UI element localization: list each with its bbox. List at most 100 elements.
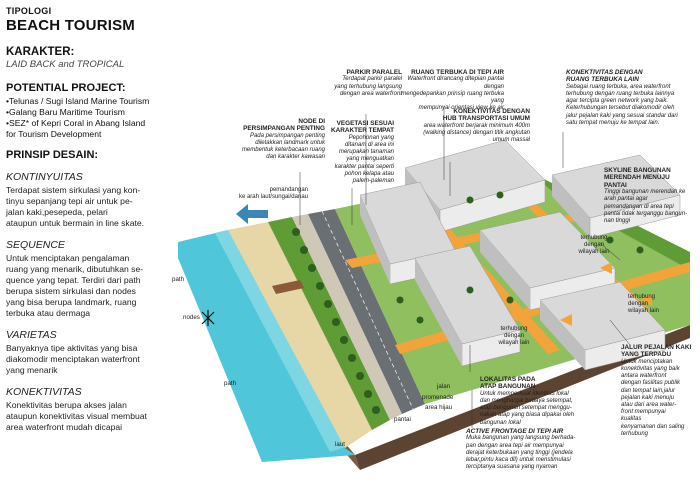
annotation-body: kualitas [621, 416, 642, 423]
annotation-vegetasi: VEGETASI SESUAI KARAKTER TEMPAT Pepohona… [322, 120, 394, 185]
annotation-body: Pepohonan yang [348, 134, 394, 141]
annotation-title: PARKIR PARALEL [346, 69, 402, 76]
label-line: dengan [628, 301, 649, 308]
section-title: KONEKTIVITAS [6, 386, 82, 398]
label-line: wilayah lain [578, 249, 610, 256]
annotation-body: kenyamanan dan saling [621, 423, 685, 430]
section-body: Banyaknya tipe aktivitas yang bisa diako… [6, 343, 211, 376]
annotation-body: dengan fasilitas publik [621, 380, 681, 387]
annotation-title: NODE DI [298, 118, 325, 125]
karakter-heading: KARAKTER: [6, 46, 75, 58]
potential-heading: POTENTIAL PROJECT: [6, 82, 126, 94]
nodes-star-icon [201, 310, 215, 326]
label-terhubung-2: terhubung dengan wilayah lain [628, 294, 668, 316]
body-line: Konektivitas berupa akses jalan [6, 400, 127, 410]
leader-lines [299, 106, 631, 428]
annotation-title: PERSIMPANGAN PENTING [243, 125, 325, 133]
label-line: terhubung [500, 326, 528, 332]
annotation-body: terhubung dengan ruang terbuka lainnya [566, 91, 675, 98]
potential-list: •Telunas / Sugi Island Marine Tourism •G… [6, 96, 211, 140]
road [308, 209, 425, 414]
annotation-body: membentuk keterbacaan ruang [241, 147, 325, 154]
label-line: dengan [583, 242, 605, 249]
label-nodes: nodes [183, 314, 200, 321]
label-terhubung-1: terhubung dengan wilayah lain [574, 235, 614, 257]
annotation-body: Keterhubungan tersebut diakomodir oleh [566, 105, 675, 112]
annotation-title: LOKALITAS PADA [480, 376, 536, 383]
annotation-title: HUB TRANSPORTASI UMUM [442, 115, 530, 123]
annotation-body: Sebagai ruang terbuka, area waterfront [566, 83, 671, 90]
annotation-title: RUANG TERBUKA DI TEPI AIR [411, 69, 504, 76]
annotation-title: PANTAI [604, 181, 627, 189]
section-title: VARIETAS [6, 329, 57, 341]
annotation-title: ACTIVE FRONTAGE DI TEPI AIR [466, 428, 564, 435]
karakter-value: LAID BACK and TROPICAL [6, 59, 125, 70]
annotation-title: MERENDAH MENUJU [604, 174, 670, 182]
body-line: yang menarik [6, 365, 58, 375]
building-row-front [539, 281, 666, 371]
view-arrow-icon [236, 204, 268, 224]
annotation-body: pan dengan area tepi air mempunyai [466, 442, 564, 449]
annotation-body: Waterfront dirancang ditepian pantai den… [407, 76, 504, 90]
section-body: Terdapat sistem sirkulasi yang kon- tiny… [6, 185, 211, 229]
section-body: Konektivitas berupa akses jalan ataupun … [6, 400, 211, 433]
annotation-body: front mempunyai [621, 409, 666, 416]
label-line: terhubung [580, 235, 608, 241]
annotation-jalur: JALUR PEJALAN KAKI YANG TERPADU Untuk me… [621, 344, 697, 438]
annotation-body: Tinggi bangunan merendah ke [604, 189, 686, 196]
body-line: ataupun untuk bermain in line skate. [6, 218, 145, 228]
annotation-body: agar tercipta green network yang baik. [566, 98, 669, 105]
annotation-lokalitas: LOKALITAS PADA ATAP BANGUNAN Untuk mempe… [480, 376, 590, 427]
annotation-node: NODE DI PERSIMPANGAN PENTING Pada persim… [233, 118, 325, 162]
annotation-title: JALUR PEJALAN KAKI [621, 344, 692, 351]
pier [272, 280, 304, 294]
annotation-title: VEGETASI SESUAI [336, 120, 394, 127]
annotation-body: mengedepankan prinsip ruang terbuka yang [401, 90, 504, 105]
annotation-ruang-tepi-air: RUANG TERBUKA DI TEPI AIR Waterfront dir… [398, 69, 504, 112]
annotation-hub: KONEKTIVITAS DENGAN HUB TRANSPORTASI UMU… [402, 108, 530, 144]
annotation-body: nakan atap yang biasa dipakai oleh [480, 412, 575, 419]
building-row-front [414, 245, 521, 367]
annotation-body: Muka bangunan yang langsung berhada- [466, 435, 576, 442]
potential-item: for Tourism Development [6, 129, 102, 139]
body-line: quence yang tepat. Terdiri dari path [6, 275, 141, 285]
annotation-body: derajat keterbukaan yang tinggi (jendela [466, 449, 573, 456]
sea-shallow [215, 229, 348, 452]
label-line: dengan [503, 333, 525, 340]
annotation-body: Untuk memperkuat identitas lokal [480, 390, 569, 397]
annotation-title: YANG TERPADU [621, 351, 672, 359]
label-path-bottom: path [224, 380, 237, 387]
label-area-hijau: area hijau [425, 404, 453, 411]
annotation-body: antara waterfront [621, 373, 667, 380]
beach [228, 222, 372, 448]
label-pantai: pantai [394, 416, 411, 423]
label-laut: laut [335, 441, 345, 448]
body-line: Terdapat sistem sirkulasi yang kon- [6, 185, 141, 195]
section-title: SEQUENCE [6, 239, 65, 251]
annotation-body: terciptanya suasana yang nyaman [466, 464, 558, 471]
annotation-body: mempunyai orientasi view ke air [418, 105, 504, 112]
potential-item: •Galang Baru Maritime Tourism [6, 107, 125, 117]
promenade [292, 214, 402, 420]
label-line: wilayah lain [628, 308, 660, 315]
annotation-title: KARAKTER TEMPAT [331, 127, 394, 135]
annotation-body: lebar,pintu kaca dll) untuk menstimulasi [466, 457, 571, 464]
body-line: yang bisa berupa landmark, ruang [6, 297, 137, 307]
annotation-body: nan tinggi [604, 218, 631, 225]
annotation-body: pohon kelapa atau [344, 170, 394, 177]
annotation-body: Untuk menciptakan [621, 358, 673, 365]
annotation-body: dengan area waterfront [339, 90, 402, 97]
body-line: area waterfront mudah dicapai [6, 422, 123, 432]
road-marking [321, 210, 414, 410]
annotation-body: karakter pantai seperti [334, 163, 394, 170]
annotation-body: satu tempat menuju ke tempat lain. [566, 119, 660, 126]
body-line: Untuk menciptakan pengalaman [6, 253, 130, 263]
body-line: ataupun konektivitas visual membuat [6, 411, 147, 421]
body-line: berupa sistem sirkulasi dan nodes [6, 286, 136, 296]
label-path-top: path [172, 276, 185, 283]
left-column: TIPOLOGI BEACH TOURISM KARAKTER: LAID BA… [6, 6, 211, 433]
body-line: ruang yang menarik, dibutuhkan se- [6, 264, 144, 274]
palm-trees [292, 191, 644, 414]
annotation-body: Terdapat parkir paralel [342, 76, 402, 83]
label-terhubung-3: terhubung dengan wilayah lain [494, 326, 534, 348]
